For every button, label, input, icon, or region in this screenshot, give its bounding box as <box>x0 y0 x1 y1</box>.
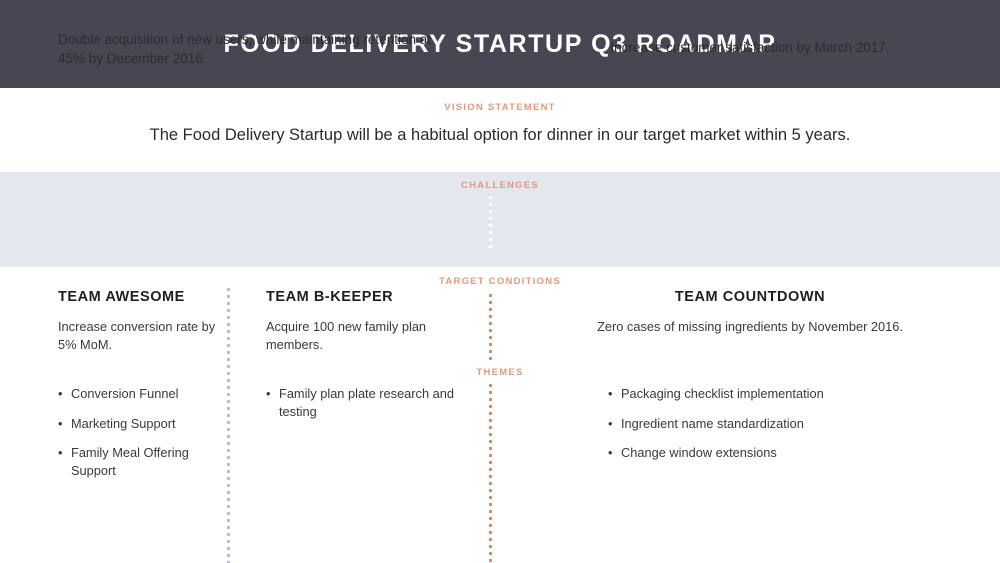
section-label-challenges: Challenges <box>0 181 1000 191</box>
team-column-b-keeper: Team B-Keeper Acquire 100 new family pla… <box>266 290 466 354</box>
divider-dotted-column-1-2 <box>227 288 230 563</box>
divider-dotted-challenges <box>489 196 492 252</box>
section-label-themes-text: Themes <box>469 368 531 378</box>
list-item: Family Meal Offering Support <box>58 444 223 479</box>
section-label-vision: Vision Statement <box>0 103 1000 113</box>
vision-statement-row: The Food Delivery Startup will be a habi… <box>0 124 1000 146</box>
team-target-condition-b-keeper: Acquire 100 new family plan members. <box>266 318 427 352</box>
divider-dotted-column-2-3-upper <box>489 294 492 360</box>
section-label-target-conditions-text: Target Conditions <box>432 277 568 287</box>
team-name-countdown: Team Countdown <box>674 289 826 305</box>
team-column-awesome: Team Awesome Increase conversion rate by… <box>58 290 218 354</box>
vision-statement-text: The Food Delivery Startup will be a habi… <box>149 126 851 144</box>
list-item: Ingredient name standardization <box>608 415 908 433</box>
challenge-item-1: Double acquisition of new users, while m… <box>58 32 431 67</box>
divider-dotted-column-2-3-lower <box>489 384 492 563</box>
team-target-condition-countdown: Zero cases of missing ingredients by Nov… <box>597 318 903 334</box>
team-name-b-keeper: Team B-Keeper <box>266 289 394 305</box>
team-target-condition-awesome: Increase conversion rate by 5% MoM. <box>58 318 216 352</box>
team-themes-awesome: Conversion Funnel Marketing Support Fami… <box>58 385 223 492</box>
list-item: Marketing Support <box>58 415 223 433</box>
list-item: Conversion Funnel <box>58 385 223 403</box>
section-label-themes: Themes <box>0 368 1000 378</box>
section-label-target-conditions: Target Conditions <box>0 277 1000 287</box>
team-themes-b-keeper: Family plan plate research and testing <box>266 385 461 432</box>
section-label-challenges-text: Challenges <box>454 181 546 191</box>
header-banner: Food Delivery Startup Q3 Roadmap <box>0 0 1000 88</box>
section-label-vision-text: Vision Statement <box>437 103 563 113</box>
list-item: Packaging checklist implementation <box>608 385 908 403</box>
team-themes-countdown: Packaging checklist implementation Ingre… <box>608 385 908 474</box>
team-name-awesome: Team Awesome <box>58 289 185 305</box>
page-title: Food Delivery Startup Q3 Roadmap <box>223 29 777 58</box>
challenge-item-2: Increase customer satisfaction by March … <box>610 40 890 55</box>
list-item: Family plan plate research and testing <box>266 385 461 420</box>
team-column-countdown: Team Countdown Zero cases of missing ing… <box>520 290 980 336</box>
list-item: Change window extensions <box>608 444 908 462</box>
